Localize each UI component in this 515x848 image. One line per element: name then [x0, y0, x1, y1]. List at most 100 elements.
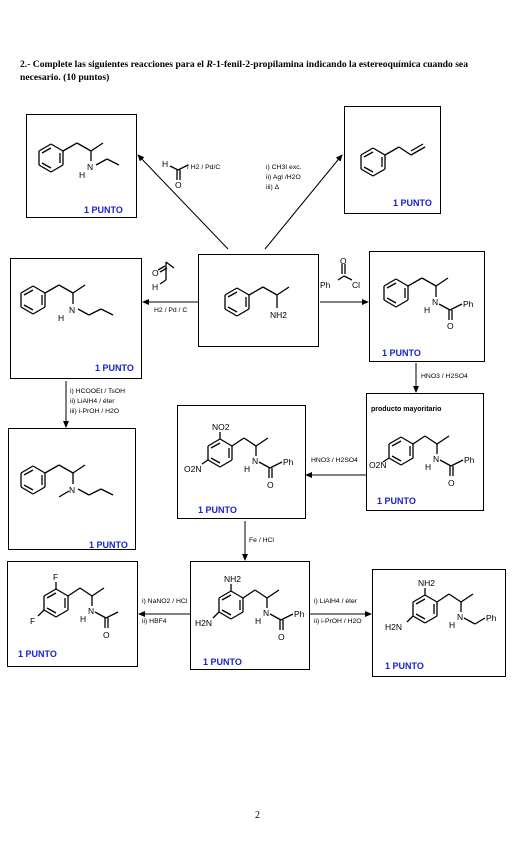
bond-line — [169, 165, 179, 171]
bond-line — [210, 442, 221, 449]
bond-line — [20, 285, 34, 294]
bond-line — [439, 459, 452, 467]
bond-line — [474, 617, 486, 625]
bond-line — [372, 168, 386, 177]
atom-label-n: N — [69, 485, 75, 495]
bond-line — [391, 455, 402, 462]
starting-material-box: NH2 — [198, 254, 319, 347]
bond-line — [100, 308, 114, 316]
atom-label-o: O — [278, 632, 285, 642]
bond-line — [159, 267, 168, 273]
atom-label-cl: Cl — [352, 280, 360, 290]
condition-step: iii) Δ — [266, 184, 280, 191]
atom-label-h: H — [449, 620, 455, 630]
structure-allylbenzene — [360, 143, 426, 177]
atom-label-f: F — [30, 616, 35, 626]
structure-para-nitro-benzamide: O2N N H Ph O — [369, 435, 475, 488]
points-label: 1 PUNTO — [84, 205, 123, 215]
bond-line — [363, 166, 374, 173]
condition-step: ii) AgI /H2O — [266, 174, 301, 181]
atom-label-h: H — [80, 614, 86, 624]
bond-line — [424, 594, 438, 603]
atom-label-ph: Ph — [463, 299, 474, 309]
bond-line — [94, 611, 107, 619]
atom-label-n: N — [432, 297, 438, 307]
bond-line — [386, 282, 397, 289]
atom-label-nh2: NH2 — [270, 310, 287, 320]
bond-line — [410, 146, 426, 156]
conditions-propylamine: H2 / Pd / C — [154, 307, 188, 314]
bond-line — [412, 594, 426, 603]
atom-label-ph: Ph — [294, 609, 305, 619]
conditions-amide-reduction: i) LiAlH4 / éter ii) i-PrOH / H2O — [314, 597, 362, 627]
bond-line — [236, 308, 250, 317]
bond-line — [463, 617, 476, 625]
bond-line — [424, 435, 438, 445]
major-product-label: producto mayoritario — [371, 406, 442, 413]
product-box-para-nitro: producto mayoritario O2N N H Ph O 1 PUNT… — [366, 393, 484, 511]
bond-line — [343, 275, 353, 281]
bond-line — [395, 299, 409, 308]
bond-line — [436, 593, 450, 603]
bond-line — [177, 164, 189, 171]
bond-line — [88, 308, 102, 316]
bond-line — [58, 464, 74, 474]
bond-line — [395, 278, 409, 287]
bond-line — [412, 615, 426, 624]
atom-label-o2n: O2N — [184, 464, 201, 474]
points-label: 1 PUNTO — [95, 363, 134, 373]
bond-line — [386, 297, 397, 304]
page-number: 2 — [255, 810, 260, 821]
question-stereo-descriptor: R — [206, 59, 213, 70]
bond-line — [382, 457, 390, 463]
atom-label-h2n: H2N — [385, 622, 402, 632]
bond-line — [224, 308, 238, 317]
bond-line — [280, 613, 294, 621]
bond-line — [383, 278, 397, 287]
structure-benzyl-diamine: NH2 H2N N H Ph — [385, 578, 497, 632]
bond-line — [100, 488, 114, 496]
structure-starting-amine: NH2 — [224, 286, 290, 320]
structure-propylamine: N H — [20, 284, 114, 323]
points-label: 1 PUNTO — [203, 657, 242, 667]
atom-label-o: O — [448, 478, 455, 488]
bond-line — [44, 464, 60, 474]
bond-line — [391, 440, 402, 447]
bond-line — [262, 286, 278, 296]
question-compound: -1-fenil-2-propilamina indicando la este… — [20, 59, 468, 83]
conditions-nitration-2: HNO3 / H2SO4 — [311, 457, 358, 464]
conditions-ethylamine: / H2 / Pd/C — [187, 164, 221, 171]
atom-label-h: H — [255, 616, 261, 626]
condition-step: i) LiAlH4 / éter — [314, 598, 358, 605]
bond-line — [363, 151, 374, 158]
bond-line — [20, 465, 34, 474]
bond-line — [32, 465, 46, 474]
bond-line — [218, 590, 232, 599]
points-label: 1 PUNTO — [377, 496, 416, 506]
atom-label-n: N — [87, 162, 93, 172]
bond-line — [388, 436, 402, 445]
bond-line — [38, 164, 52, 173]
bond-line — [43, 588, 57, 597]
bond-line — [435, 277, 449, 287]
atom-label-n: N — [69, 305, 75, 315]
bond-line — [157, 265, 166, 271]
points-label: 1 PUNTO — [393, 198, 432, 208]
bond-line — [398, 146, 412, 156]
atom-label-o: O — [175, 180, 182, 190]
atom-label-o: O — [267, 480, 274, 490]
structure-acetaldehyde: H O — [162, 159, 189, 190]
bond-line — [438, 303, 451, 311]
structure-diamine-benzamide: NH2 H2N N H Ph O — [195, 574, 305, 642]
conditions-alkene: i) CH3I exc. ii) AgI /H2O iii) Δ — [266, 163, 302, 193]
atom-label-n: N — [252, 456, 258, 466]
atom-label-ph: Ph — [464, 455, 475, 465]
bond-line — [255, 437, 269, 447]
product-box-dinitro: NO2 O2N N H Ph O 1 PUNTO — [177, 405, 306, 519]
bond-line — [32, 285, 46, 294]
atom-label-nh2: NH2 — [418, 578, 435, 588]
atom-label-h: H — [58, 313, 64, 323]
product-box-diamine-amide: NH2 H2N N H Ph O 1 PUNTO — [190, 561, 310, 670]
atom-label-o: O — [447, 321, 454, 331]
